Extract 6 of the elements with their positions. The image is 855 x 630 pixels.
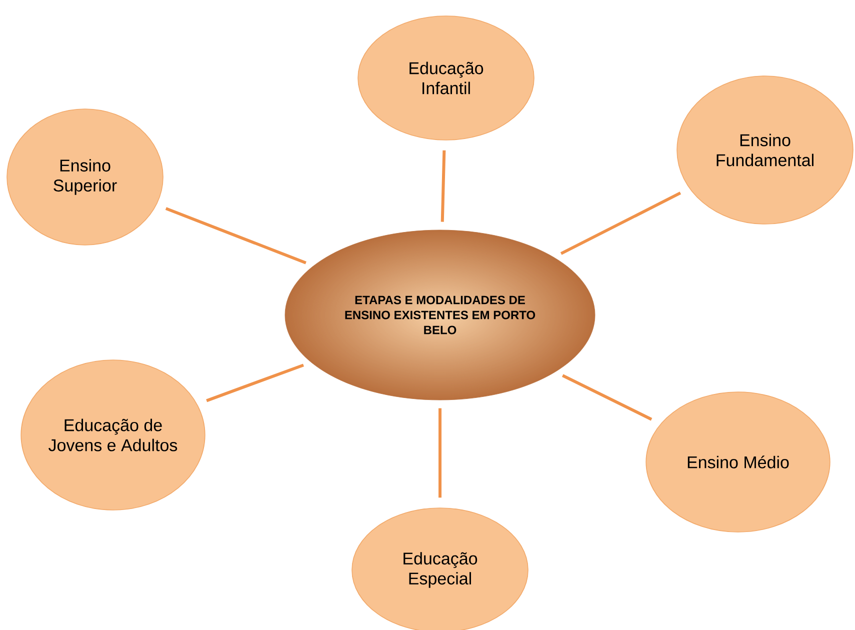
connector-line (440, 150, 446, 222)
connector-line (560, 192, 682, 255)
connector-line (438, 408, 442, 498)
connector-line (165, 207, 306, 264)
connector-line (206, 364, 304, 402)
connector-line (562, 374, 652, 421)
